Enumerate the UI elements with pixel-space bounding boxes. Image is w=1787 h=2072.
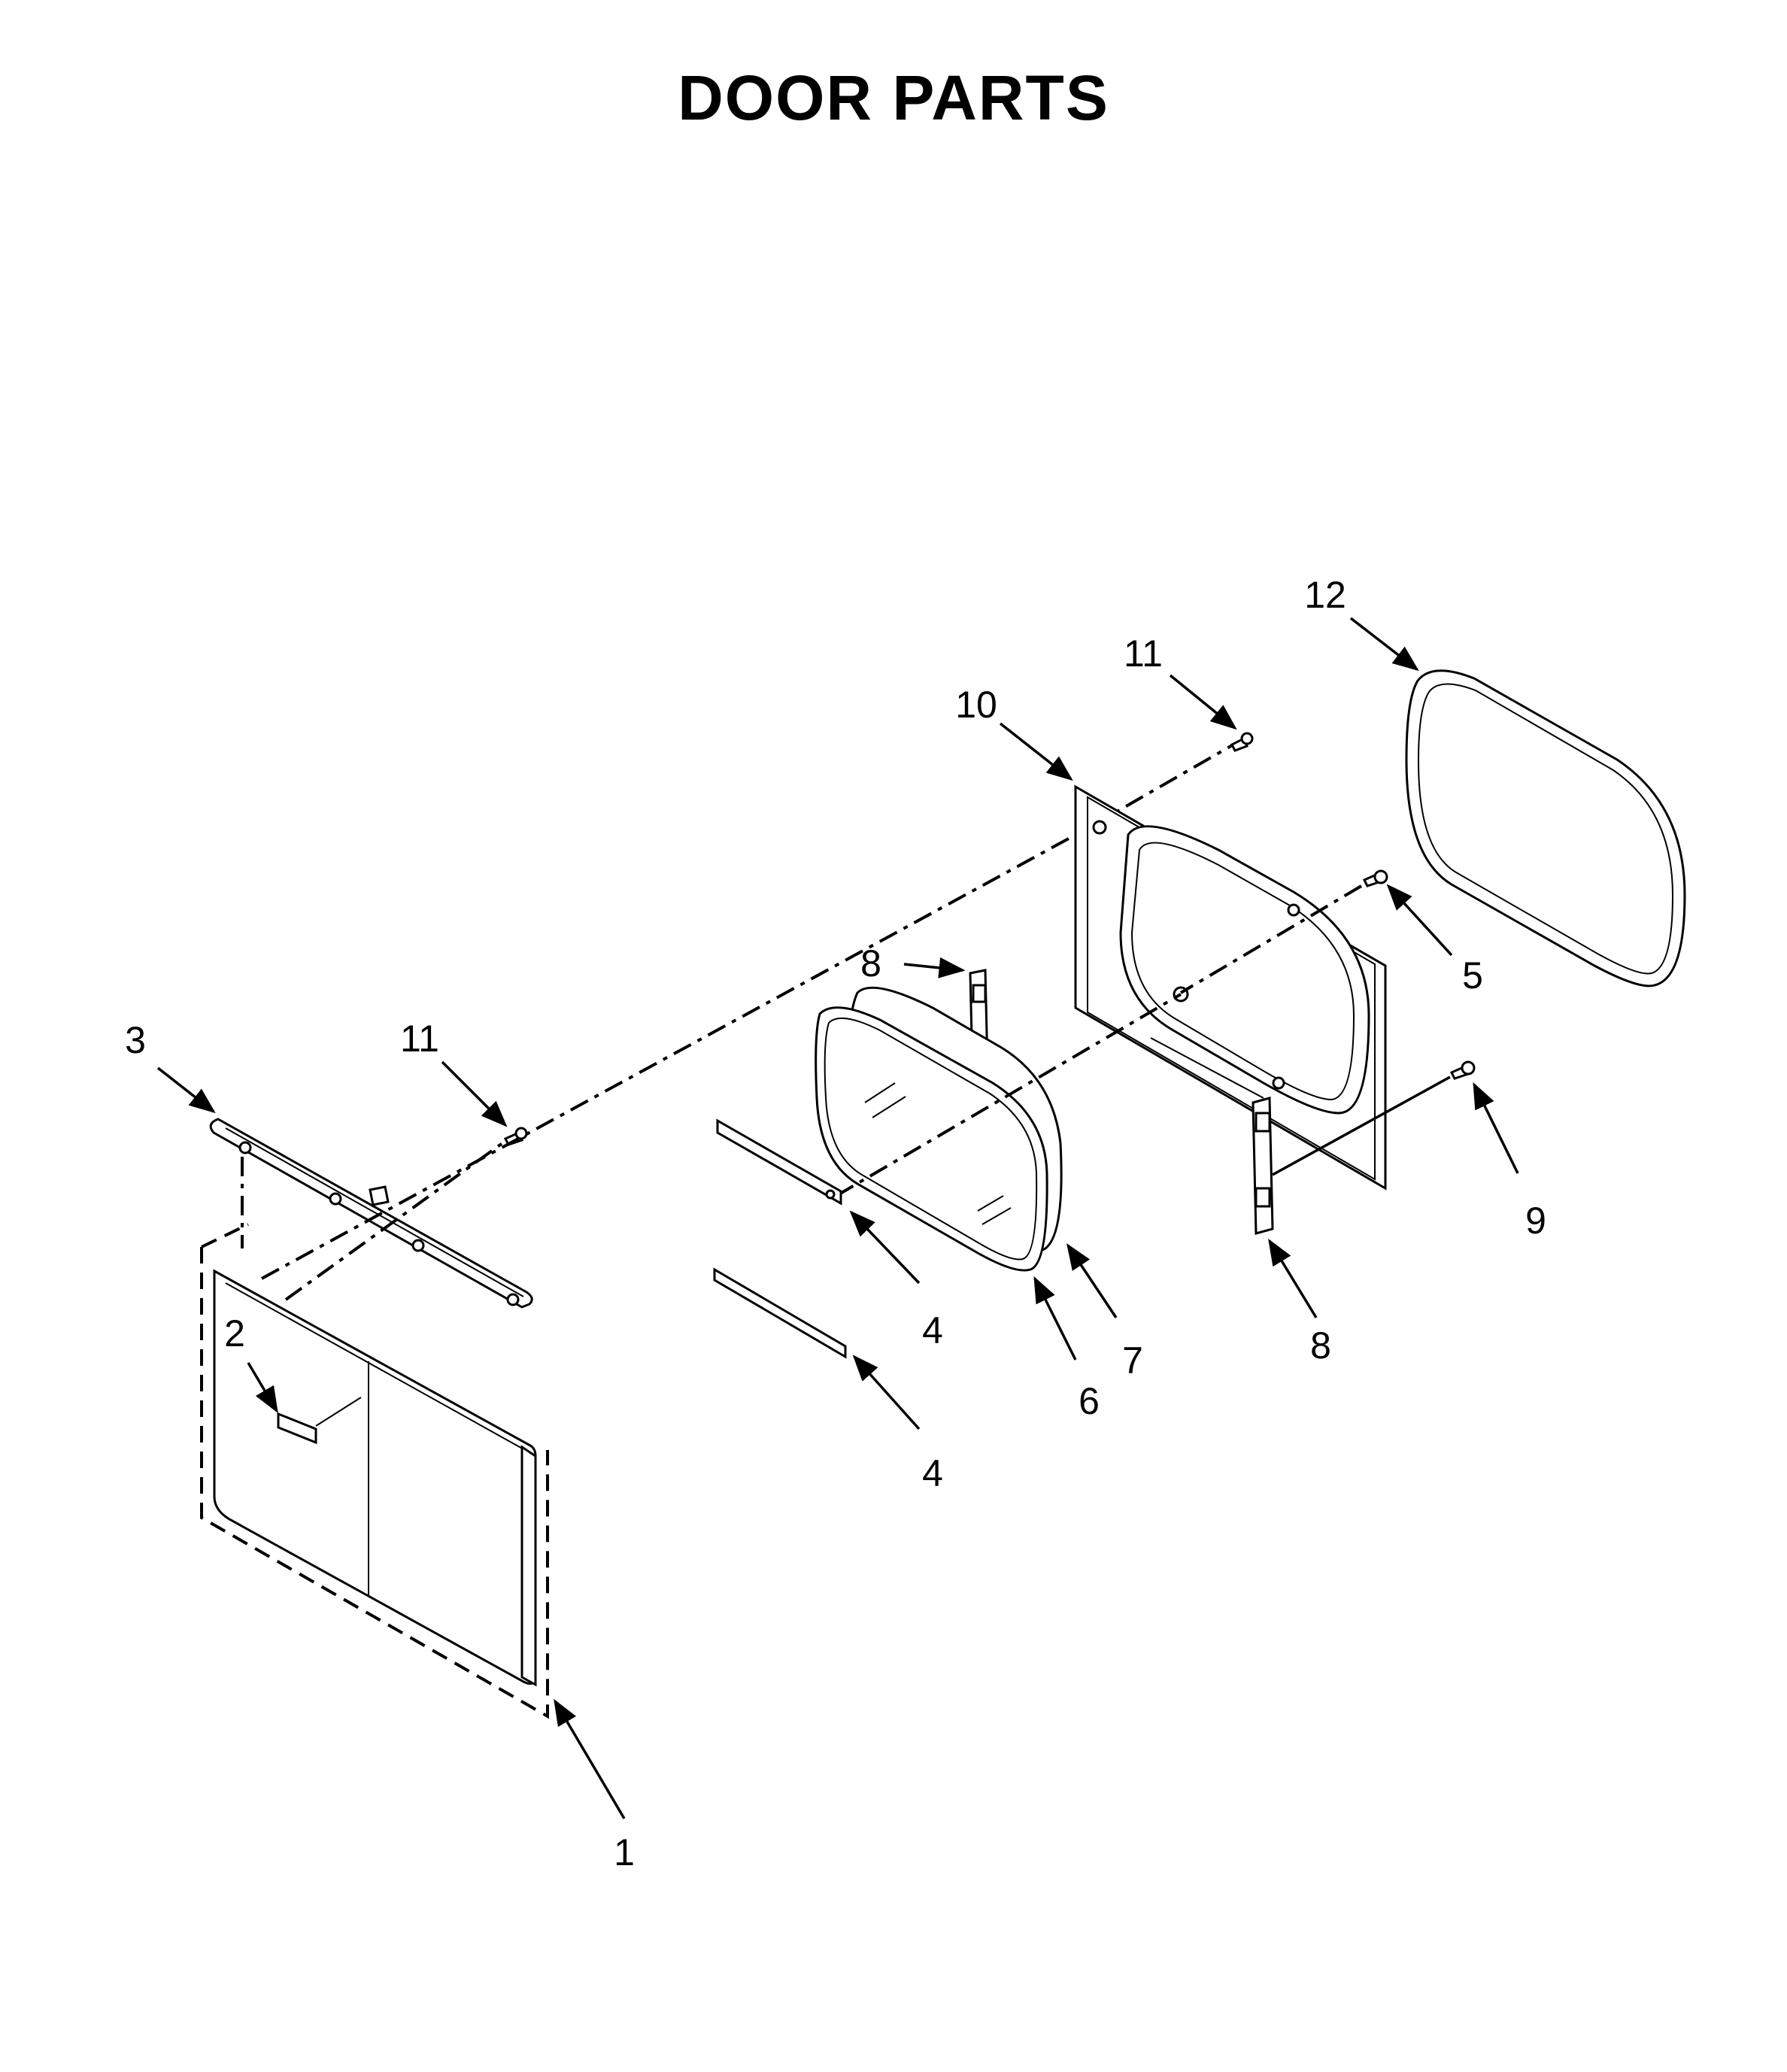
glass-retainer-upper (716, 1118, 842, 1206)
door-stop-5 (1179, 869, 1388, 994)
door-top-trim (209, 1118, 533, 1309)
door-stop-9 (1272, 1060, 1476, 1176)
callout-8b: 8 (1310, 1324, 1331, 1367)
callout-9: 9 (1525, 1200, 1546, 1242)
glass-retainer-lower (713, 1267, 847, 1359)
callout-4a: 4 (922, 1309, 943, 1352)
callout-4b: 4 (922, 1452, 943, 1494)
hinge-lower (1252, 1097, 1274, 1235)
callout-5: 5 (1462, 954, 1483, 997)
callout-7: 7 (1122, 1339, 1143, 1382)
outer-door-panel (200, 1223, 549, 1719)
callout-12: 12 (1304, 574, 1346, 616)
screw-left (503, 1127, 528, 1146)
brand-badge (277, 1397, 362, 1445)
page-title: DOOR PARTS (678, 62, 1109, 133)
leader-lines (156, 617, 1519, 1819)
callout-1: 1 (614, 1831, 635, 1873)
callout-10: 10 (955, 684, 997, 726)
callout-8a: 8 (860, 942, 881, 984)
callout-3: 3 (125, 1019, 146, 1061)
callout-6: 6 (1079, 1380, 1100, 1422)
callout-11a: 11 (400, 1018, 439, 1060)
callout-2: 2 (224, 1312, 245, 1355)
glass-trim-ring (815, 1006, 1048, 1272)
callout-11b: 11 (1124, 633, 1163, 675)
screw-right-top (1230, 732, 1254, 752)
inner-door-frame (1074, 784, 1387, 1191)
door-gasket (1405, 669, 1686, 987)
